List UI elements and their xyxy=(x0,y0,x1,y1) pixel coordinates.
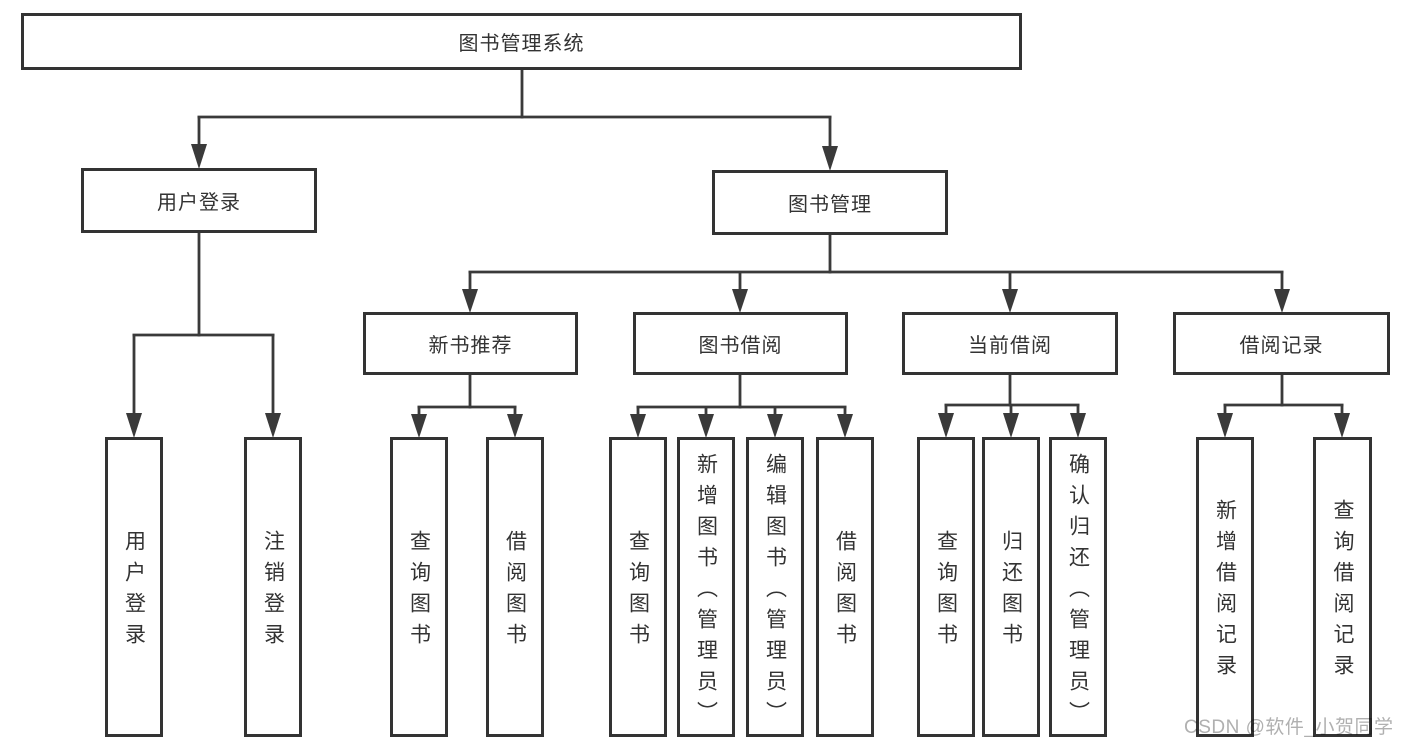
node-book-management: 图书管理 xyxy=(712,170,948,235)
node-borrow-records: 借阅记录 xyxy=(1173,312,1390,375)
leaf-return-book: 归还图书 xyxy=(982,437,1040,737)
leaf-query-book-recommend: 查询图书 xyxy=(390,437,448,737)
leaf-add-borrow-record: 新增借阅记录 xyxy=(1196,437,1254,737)
leaf-query-book-borrow: 查询图书 xyxy=(609,437,667,737)
leaf-user-login: 用户登录 xyxy=(105,437,163,737)
leaf-query-borrow-record: 查询借阅记录 xyxy=(1313,437,1372,737)
node-user-login: 用户登录 xyxy=(81,168,317,233)
leaf-edit-book-admin: 编辑图书（管理员） xyxy=(746,437,804,737)
node-book-borrow: 图书借阅 xyxy=(633,312,848,375)
leaf-add-book-admin: 新增图书（管理员） xyxy=(677,437,735,737)
leaf-borrow-book: 借阅图书 xyxy=(816,437,874,737)
leaf-confirm-return-admin: 确认归还（管理员） xyxy=(1049,437,1107,737)
leaf-logout: 注销登录 xyxy=(244,437,302,737)
node-current-borrow: 当前借阅 xyxy=(902,312,1118,375)
leaf-query-book-current: 查询图书 xyxy=(917,437,975,737)
node-new-book-recommend: 新书推荐 xyxy=(363,312,578,375)
leaf-borrow-book-recommend: 借阅图书 xyxy=(486,437,544,737)
node-root: 图书管理系统 xyxy=(21,13,1022,70)
watermark-text: CSDN @软件_小贺同学 xyxy=(1184,717,1394,738)
